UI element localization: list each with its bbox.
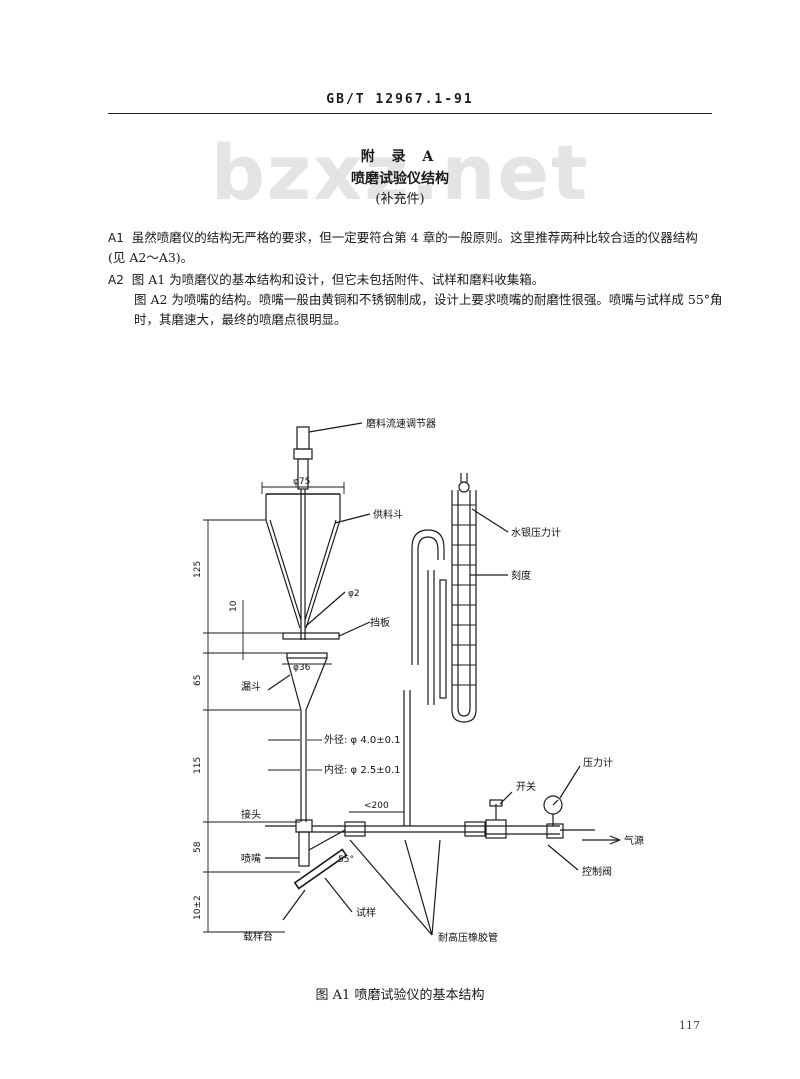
- dim-h125: 125: [193, 561, 203, 578]
- dim-h115: 115: [193, 757, 203, 774]
- dim-d2: φ2: [348, 589, 360, 599]
- dim-h65: 65: [193, 675, 203, 686]
- standard-header: GB/T 12967.1-91: [326, 92, 474, 107]
- label-specimen: 试样: [356, 906, 376, 919]
- label-baffle: 挡板: [370, 616, 390, 629]
- dim-h58: 58: [193, 841, 203, 853]
- paragraph-text: 图 A1 为喷磨仪的基本结构和设计，但它未包括附件、试样和磨料收集箱。: [131, 272, 545, 287]
- dim-h10pm2: 10±2: [193, 895, 203, 920]
- supply-hopper: [265, 493, 371, 629]
- dim-angle55: 55°: [338, 855, 354, 865]
- clause-label: A1: [108, 231, 124, 245]
- dim-d75: φ75: [293, 477, 310, 487]
- appendix-note: (补充件): [375, 192, 425, 207]
- dim-d36: φ36: [293, 663, 311, 673]
- funnel: [267, 652, 328, 822]
- dim-len200: <200: [364, 801, 389, 811]
- label-regulator: 磨料流速调节器: [366, 417, 436, 430]
- dimension-lines: [203, 482, 404, 933]
- label-joint: 接头: [241, 808, 261, 821]
- pressure-gauge: [543, 765, 581, 826]
- label-manometer: 水银压力计: [511, 526, 561, 539]
- label-control-valve: 控制阀: [582, 865, 612, 878]
- switch-valve: [485, 791, 513, 839]
- label-outer-diameter: 外径: φ 4.0±0.1: [324, 733, 401, 746]
- flow-regulator: [293, 422, 363, 640]
- figure-caption: 图 A1 喷磨试验仪的基本结构: [315, 988, 485, 1003]
- air-pipe: [344, 690, 595, 837]
- paragraph-text: 图 A2 为喷嘴的结构。喷嘴一般由黄铜和不锈钢制成，设计上要求喷嘴的耐磨性很强。…: [134, 292, 723, 327]
- page-number: 117: [679, 1019, 700, 1032]
- clause-label: A2: [108, 273, 124, 287]
- manometer-scale: [452, 504, 476, 686]
- paragraph-a2-cont: 图 A2 为喷嘴的结构。喷嘴一般由黄铜和不锈钢制成，设计上要求喷嘴的耐磨性很强。…: [108, 290, 740, 330]
- appendix-title: 喷磨试验仪结构: [351, 171, 449, 187]
- label-scale: 刻度: [511, 569, 531, 582]
- paragraph-text: 虽然喷磨仪的结构无严格的要求，但一定要符合第 4 章的一般原则。这里推荐两种比较…: [108, 230, 698, 265]
- label-inner-diameter: 内径: φ 2.5±0.1: [324, 763, 401, 776]
- appendix-label: 附 录 A: [360, 149, 440, 165]
- control-valve: [546, 823, 621, 871]
- label-switch: 开关: [516, 780, 536, 793]
- nozzle-assembly: [265, 819, 353, 921]
- label-stage: 载样台: [243, 930, 273, 943]
- label-hopper: 供料斗: [373, 508, 403, 521]
- mercury-manometer: [411, 473, 509, 723]
- paragraph-a1: A1 虽然喷磨仪的结构无严格的要求，但一定要符合第 4 章的一般原则。这里推荐两…: [108, 228, 714, 268]
- label-funnel: 漏斗: [241, 681, 261, 693]
- dim-h10: 10: [229, 600, 239, 612]
- label-gauge: 压力计: [583, 756, 613, 769]
- paragraph-a2: A2 图 A1 为喷磨仪的基本结构和设计，但它未包括附件、试样和磨料收集箱。: [108, 270, 714, 290]
- label-hose: 耐高压橡胶管: [438, 931, 498, 944]
- watermark: bzxz.net: [210, 128, 590, 217]
- label-nozzle: 喷嘴: [241, 853, 261, 865]
- label-air-source: 气源: [624, 834, 644, 847]
- baffle-plate: [282, 591, 371, 640]
- header-rule: [108, 113, 712, 114]
